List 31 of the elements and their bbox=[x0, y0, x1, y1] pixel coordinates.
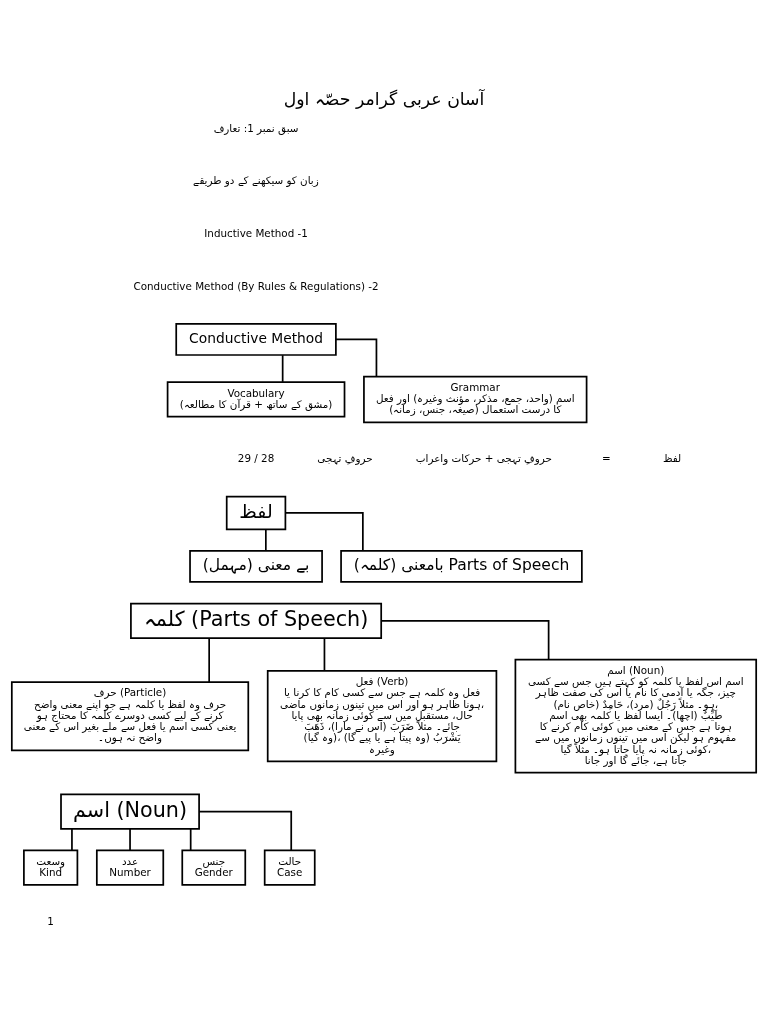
diagram-title: آسان عربی گرامر حصّہ اول bbox=[283, 88, 485, 109]
node-box: کلمہ (Parts of Speech) bbox=[130, 602, 383, 639]
connector bbox=[129, 827, 131, 851]
node-box: اسم (Noun) اسم اس لفظ یا کلمہ کو کہتے ہیں جس سے کسی چیز، جگہ یا آدمی کا نام یا اس کی صفت ظاہر ہو۔ مثلاً رَجُلٌ (مرد)، حَامِدٌ (خاص نام)، طَیِّبٌ (اچھا)۔ ایسا لفظ یا کلمہ بھی اسم ہوتا ہے جس کے معنی میں کوئی کام کرنے کا مفہوم ہو لیکن اس میں تینوں زمانوں میں سے کوئی زمانہ نہ پایا جاتا ہو۔ مثلاً گیا، جاتا ہے، جائے گا اور جانا bbox=[514, 658, 758, 774]
label: = bbox=[602, 451, 611, 464]
label: زبان کو سیکھنے کے دو طریقے bbox=[193, 173, 319, 186]
connector bbox=[189, 827, 192, 851]
connector bbox=[284, 511, 364, 552]
label: Inductive Method -1 bbox=[204, 226, 308, 239]
node-box: بے معنی (مہمل) bbox=[189, 549, 323, 583]
label: 1 bbox=[47, 914, 54, 927]
connector bbox=[335, 338, 378, 377]
label: لفظ bbox=[662, 451, 682, 464]
label: Conductive Method (By Rules & Regulations) -2 bbox=[133, 278, 379, 291]
node-box: Conductive Method bbox=[175, 322, 337, 356]
node-box: لفظ bbox=[225, 495, 287, 530]
connector bbox=[71, 827, 73, 851]
node-box: حرف (Particle) حرف وہ لفظ یا کلمہ ہے جو اپنے معنی واضح کرنے کے لیے کسی دوسرے کلمہ کا محتاج ہو یعنی کسی اسم یا فعل سے ملے بغیر اس کے معنی واضح نہ ہوں۔ bbox=[10, 680, 250, 751]
connector bbox=[264, 528, 267, 552]
connector bbox=[281, 353, 284, 383]
connector bbox=[198, 810, 293, 851]
node-box: بامعنی (کلمہ) Parts of Speech bbox=[340, 549, 583, 583]
node-box: فعل (Verb) فعل وہ کلمہ ہے جس سے کسی کام کا کرنا یا ہونا ظاہر ہو اور اس میں تینوں زمانوں ماضی، حال، مستقبل میں سے کوئی زمانہ بھی پایا جائے۔ مثلاً ضَرَبَ (اس نے مارا)، ذَهَبَ (وہ گیا)، یَشْرَبُ (وہ پیتا ہے یا پیے گا) وغیرہ bbox=[266, 669, 498, 762]
node-box: اسم (Noun) bbox=[60, 792, 200, 830]
label: حروفِ تہجی bbox=[317, 451, 373, 464]
label: سبق نمبر 1: تعارف bbox=[213, 121, 299, 134]
label: 29 / 28 bbox=[237, 451, 275, 464]
connector bbox=[380, 619, 550, 660]
connector bbox=[208, 636, 211, 683]
label: حروفِ تہجی + حرکات واعراب bbox=[415, 451, 552, 464]
connector bbox=[323, 636, 326, 672]
